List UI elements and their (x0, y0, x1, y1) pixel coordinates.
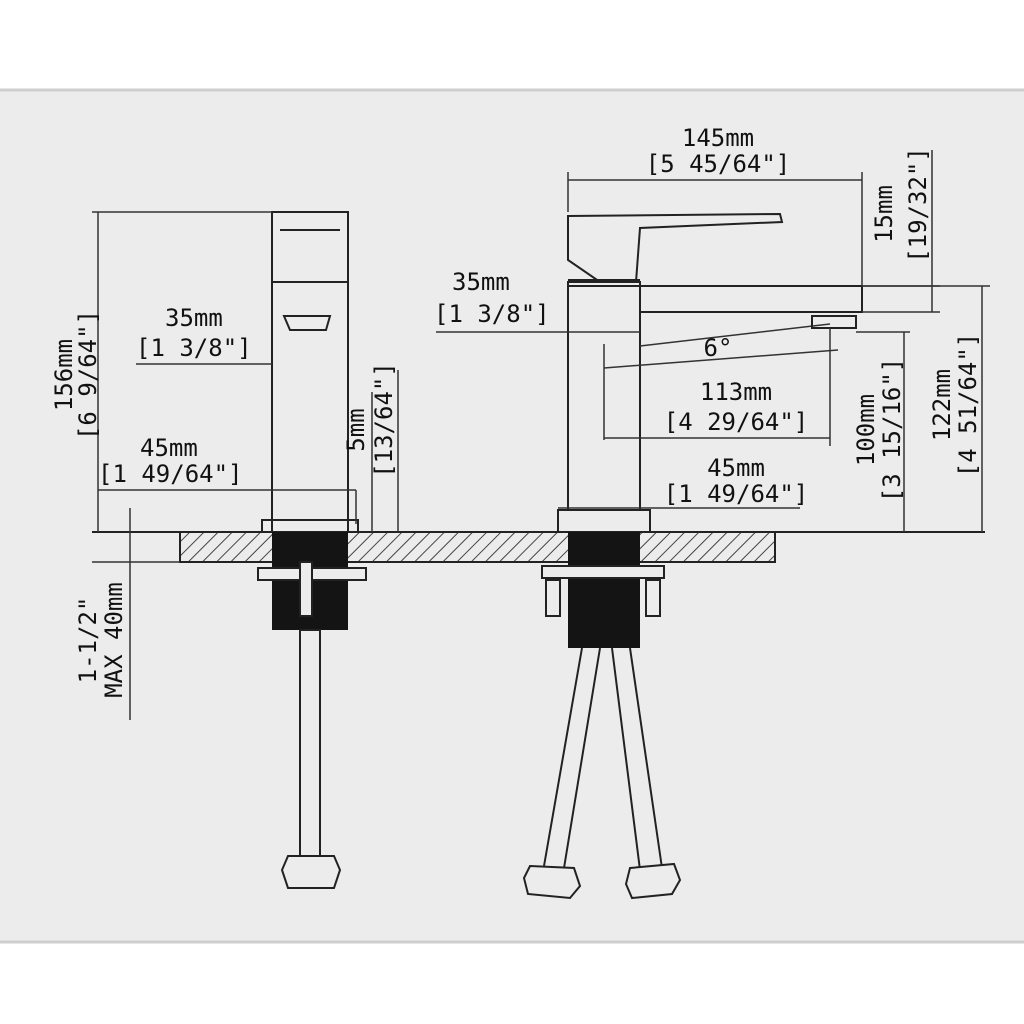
front-nut-plate (541, 565, 665, 579)
front-hose-nut-left (522, 864, 582, 900)
total-height-in-label: [4 51/64"] (954, 333, 982, 478)
deck-thickness-label: 1-1/2" MAX 40mm (74, 582, 128, 698)
deck-in-label: 1-1/2" (74, 597, 102, 684)
front-supply-hose-left (543, 647, 601, 869)
side-aerator (282, 315, 332, 331)
front-spout-underside (639, 323, 831, 347)
side-hose-nut (280, 855, 342, 889)
side-gap-mm-label: 5mm (342, 408, 370, 451)
handle-mm-label: 15mm (870, 185, 898, 243)
handle-in-label: [19/32"] (904, 147, 932, 263)
side-height-in-label: [6 9/64"] (74, 310, 102, 440)
side-view-faucet (257, 211, 367, 889)
side-gap-in-label: [13/64"] (370, 362, 398, 478)
side-base-mm-label: 45mm (140, 434, 198, 462)
reach-in-label: [4 29/64"] (664, 408, 809, 436)
front-base-mm-label: 45mm (707, 454, 765, 482)
front-bolt-left (545, 579, 561, 617)
front-supply-hose-right (611, 647, 663, 871)
reach-mm-label: 113mm (700, 378, 772, 406)
total-height-mm-label: 122mm (928, 369, 956, 441)
front-length-in-label: [5 45/64"] (646, 150, 791, 178)
front-dimension-lines (436, 150, 990, 532)
side-width-in-label: [1 3/8"] (136, 334, 252, 362)
deck-mm-label: MAX 40mm (100, 582, 128, 698)
side-height-mm-label: 156mm (50, 339, 78, 411)
front-hose-nut-right (624, 862, 682, 900)
front-view-faucet (522, 212, 863, 900)
front-spout-aerator (811, 315, 857, 329)
front-body-in-label: [1 3/8"] (434, 300, 550, 328)
front-lever-handle (567, 212, 784, 283)
side-width-mm-label: 35mm (165, 304, 223, 332)
spout-angle-label: 6° (704, 334, 733, 362)
spout-height-mm-label: 100mm (852, 394, 880, 466)
drawing-panel (0, 90, 1024, 942)
front-base-in-label: [1 49/64"] (664, 480, 809, 508)
side-mount-bolt (299, 561, 313, 617)
front-body-mm-label: 35mm (452, 268, 510, 296)
spout-height-in-label: [3 15/16"] (878, 358, 906, 503)
countertop-hatched (179, 531, 776, 563)
side-label-height: 156mm [6 9/64"] (50, 310, 102, 440)
front-bolt-right (645, 579, 661, 617)
side-base-in-label: [1 49/64"] (98, 460, 243, 488)
front-length-mm-label: 145mm (682, 124, 754, 152)
front-mount-block (568, 532, 640, 648)
front-spout (568, 285, 863, 313)
side-dimension-lines (92, 211, 399, 720)
